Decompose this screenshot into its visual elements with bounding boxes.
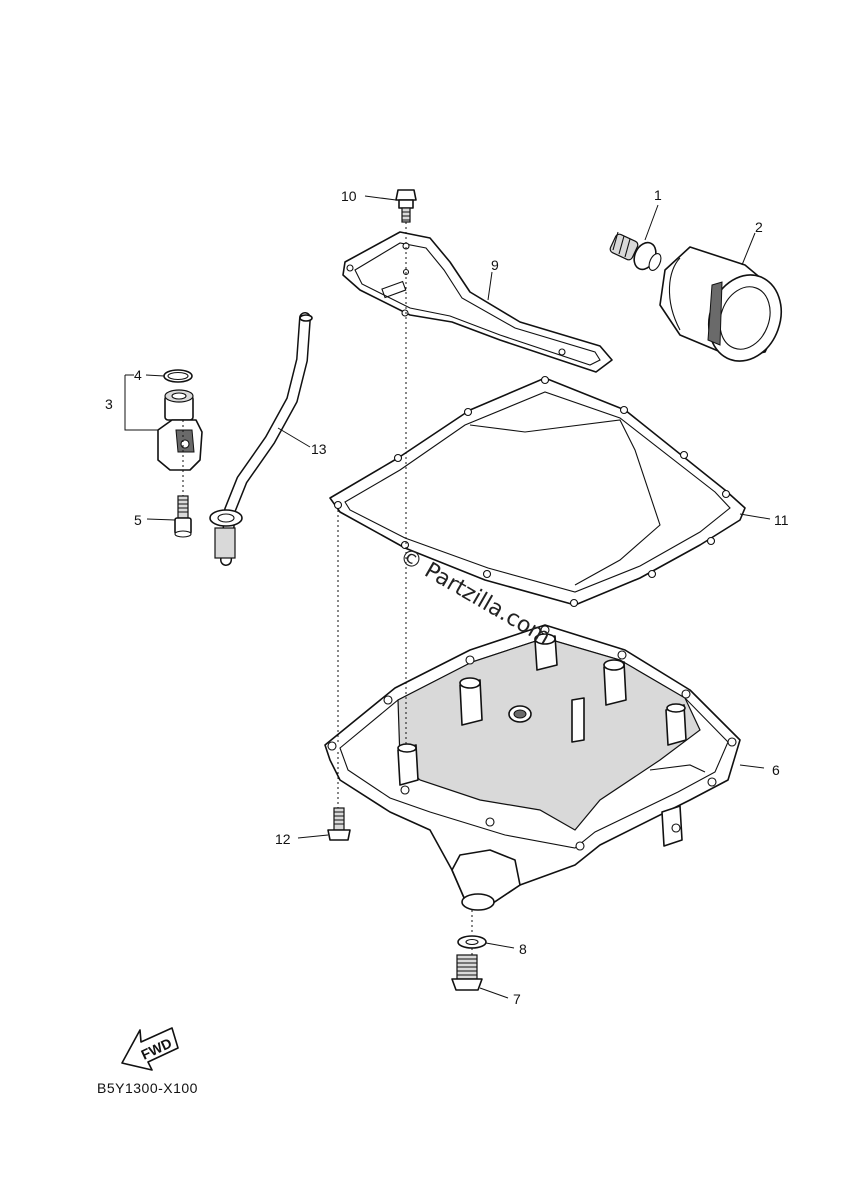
part-3-sensor[interactable]: [157, 389, 203, 471]
part-2-oil-filter[interactable]: [659, 246, 793, 371]
part-7-drain-plug[interactable]: [451, 954, 483, 991]
leader-lines: [124, 195, 771, 999]
fwd-arrow-icon: FWD: [121, 1027, 179, 1071]
callout-10: 10: [341, 188, 357, 204]
callout-7: 7: [513, 991, 521, 1007]
assembly-lines: [182, 222, 473, 955]
callout-13: 13: [311, 441, 327, 457]
callout-8: 8: [519, 941, 527, 957]
part-9-strainer[interactable]: [342, 231, 613, 373]
callout-12: 12: [275, 831, 291, 847]
callout-2: 2: [755, 219, 763, 235]
callout-5: 5: [134, 512, 142, 528]
callout-4: 4: [134, 367, 142, 383]
diagram-code: B5Y1300-X100: [97, 1080, 198, 1096]
callout-6: 6: [772, 762, 780, 778]
part-13-pipe[interactable]: [209, 312, 313, 566]
part-6-oil-pan[interactable]: [324, 624, 741, 911]
part-5-screw[interactable]: [174, 495, 192, 538]
callout-9: 9: [491, 257, 499, 273]
part-11-gasket[interactable]: [329, 375, 746, 608]
gasket-holes: [333, 375, 731, 608]
callout-3: 3: [105, 396, 113, 412]
part-12-bolt[interactable]: [327, 807, 351, 841]
part-4-o-ring[interactable]: [163, 369, 193, 383]
part-1-union-bolt[interactable]: [609, 231, 663, 273]
callouts: 1 2 3 4 5 6 7 8 9 10 11 12 13: [105, 187, 789, 1007]
part-8-washer[interactable]: [457, 935, 487, 949]
part-10-bolt[interactable]: [395, 189, 417, 223]
callout-11: 11: [774, 512, 789, 528]
callout-1: 1: [654, 187, 662, 203]
pan-holes: [327, 625, 737, 851]
